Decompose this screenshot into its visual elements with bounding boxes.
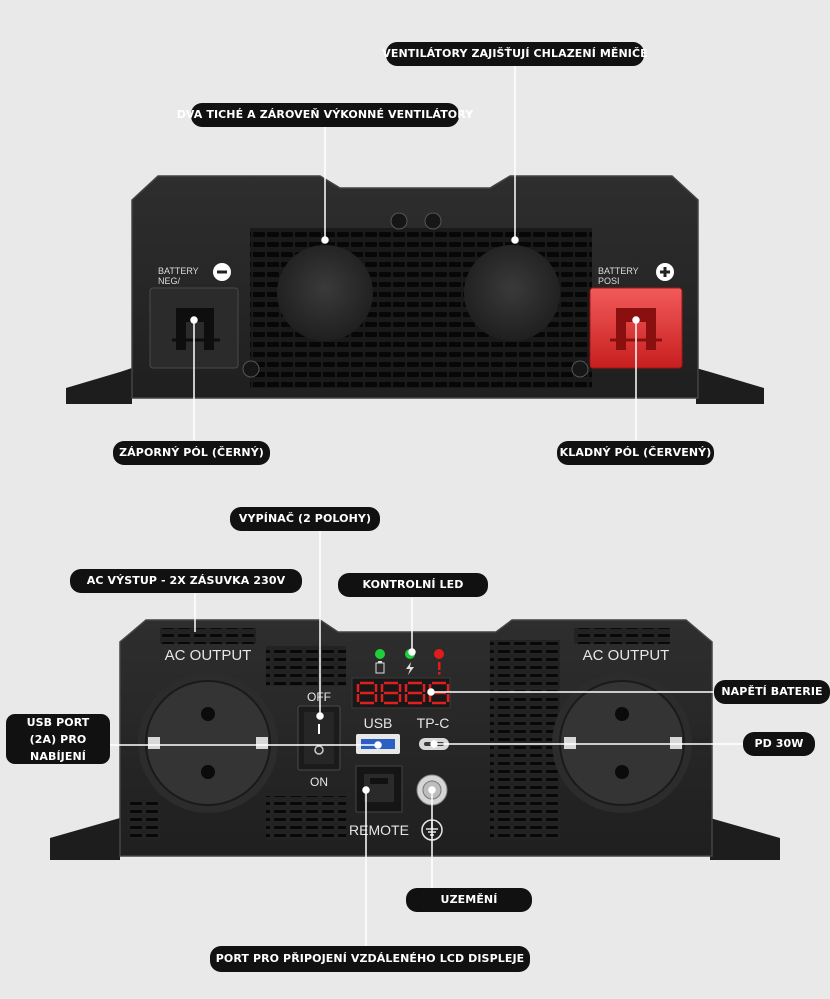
battery-neg-label: BATTERY [158,266,199,276]
led-battery [375,649,385,659]
battery-pos-sublabel: POSI [598,276,620,286]
vent-slots [490,640,560,840]
vent-slots [130,800,160,840]
lightning-icon [406,662,414,675]
callout-negative-pole: ZÁPORNÝ PÓL (ČERNÝ) [113,441,270,465]
mounting-foot-right [710,818,780,860]
callout-pd: PD 30W [743,732,815,756]
remote-label: REMOTE [349,822,409,838]
ac-output-label-right: AC OUTPUT [583,647,670,664]
ac-socket-left [138,673,278,813]
battery-icon [375,661,385,674]
callout-battery-voltage: NAPĚTÍ BATERIE [714,680,830,704]
inverter-front-view: AC OUTPUT AC OUTPUT OFF ON [50,619,780,860]
battery-neg-sublabel: NEG/ [158,276,181,286]
callout-remote-port: PORT PRO PŘIPOJENÍ VZDÁLENÉHO LCD DISPLE… [210,946,530,972]
callout-ac-output: AC VÝSTUP - 2X ZÁSUVKA 230V [70,569,302,593]
vent-slots [574,628,670,644]
screw [424,212,442,230]
switch-on-label: ON [310,775,328,789]
callout-usb-port: USB PORT (2A) PRO NABÍJENÍ [6,714,110,764]
led-fault [434,649,444,659]
screw [242,360,260,378]
callout-switch: VYPÍNAČ (2 POLOHY) [230,507,380,531]
callout-positive-pole: KLADNÝ PÓL (ČERVENÝ) [557,441,714,465]
mounting-foot-left [66,368,132,404]
typec-label: TP-C [417,715,450,731]
ac-socket-right [552,673,692,813]
fan-left [277,245,373,341]
inverter-back-view: BATTERY NEG/ BATTERY POSI [66,175,764,404]
screw [390,212,408,230]
warning-icon [438,662,441,675]
callout-fans-cooling: VENTILÁTORY ZAJIŠŤUJÍ CHLAZENÍ MĚNIČE [382,42,648,66]
screw [571,360,589,378]
fan-right [464,245,560,341]
switch-off-label: OFF [307,690,331,704]
mounting-foot-left [50,818,120,860]
mounting-foot-right [696,368,764,404]
vent-slots [266,646,346,686]
callout-control-led: KONTROLNÍ LED [338,573,488,597]
vent-slots [266,796,346,840]
power-switch[interactable]: OFF ON [297,690,341,789]
vent-slots [160,628,256,644]
battery-pos-label: BATTERY [598,266,639,276]
callout-two-fans: DVA TICHÉ A ZÁROVEŇ VÝKONNÉ VENTILÁTORY [177,103,473,127]
callout-grounding: UZEMĚNÍ [406,888,532,912]
usb-label: USB [364,715,393,731]
voltage-display [351,677,451,709]
leader-lines [110,66,744,946]
ac-output-label-left: AC OUTPUT [165,647,252,664]
